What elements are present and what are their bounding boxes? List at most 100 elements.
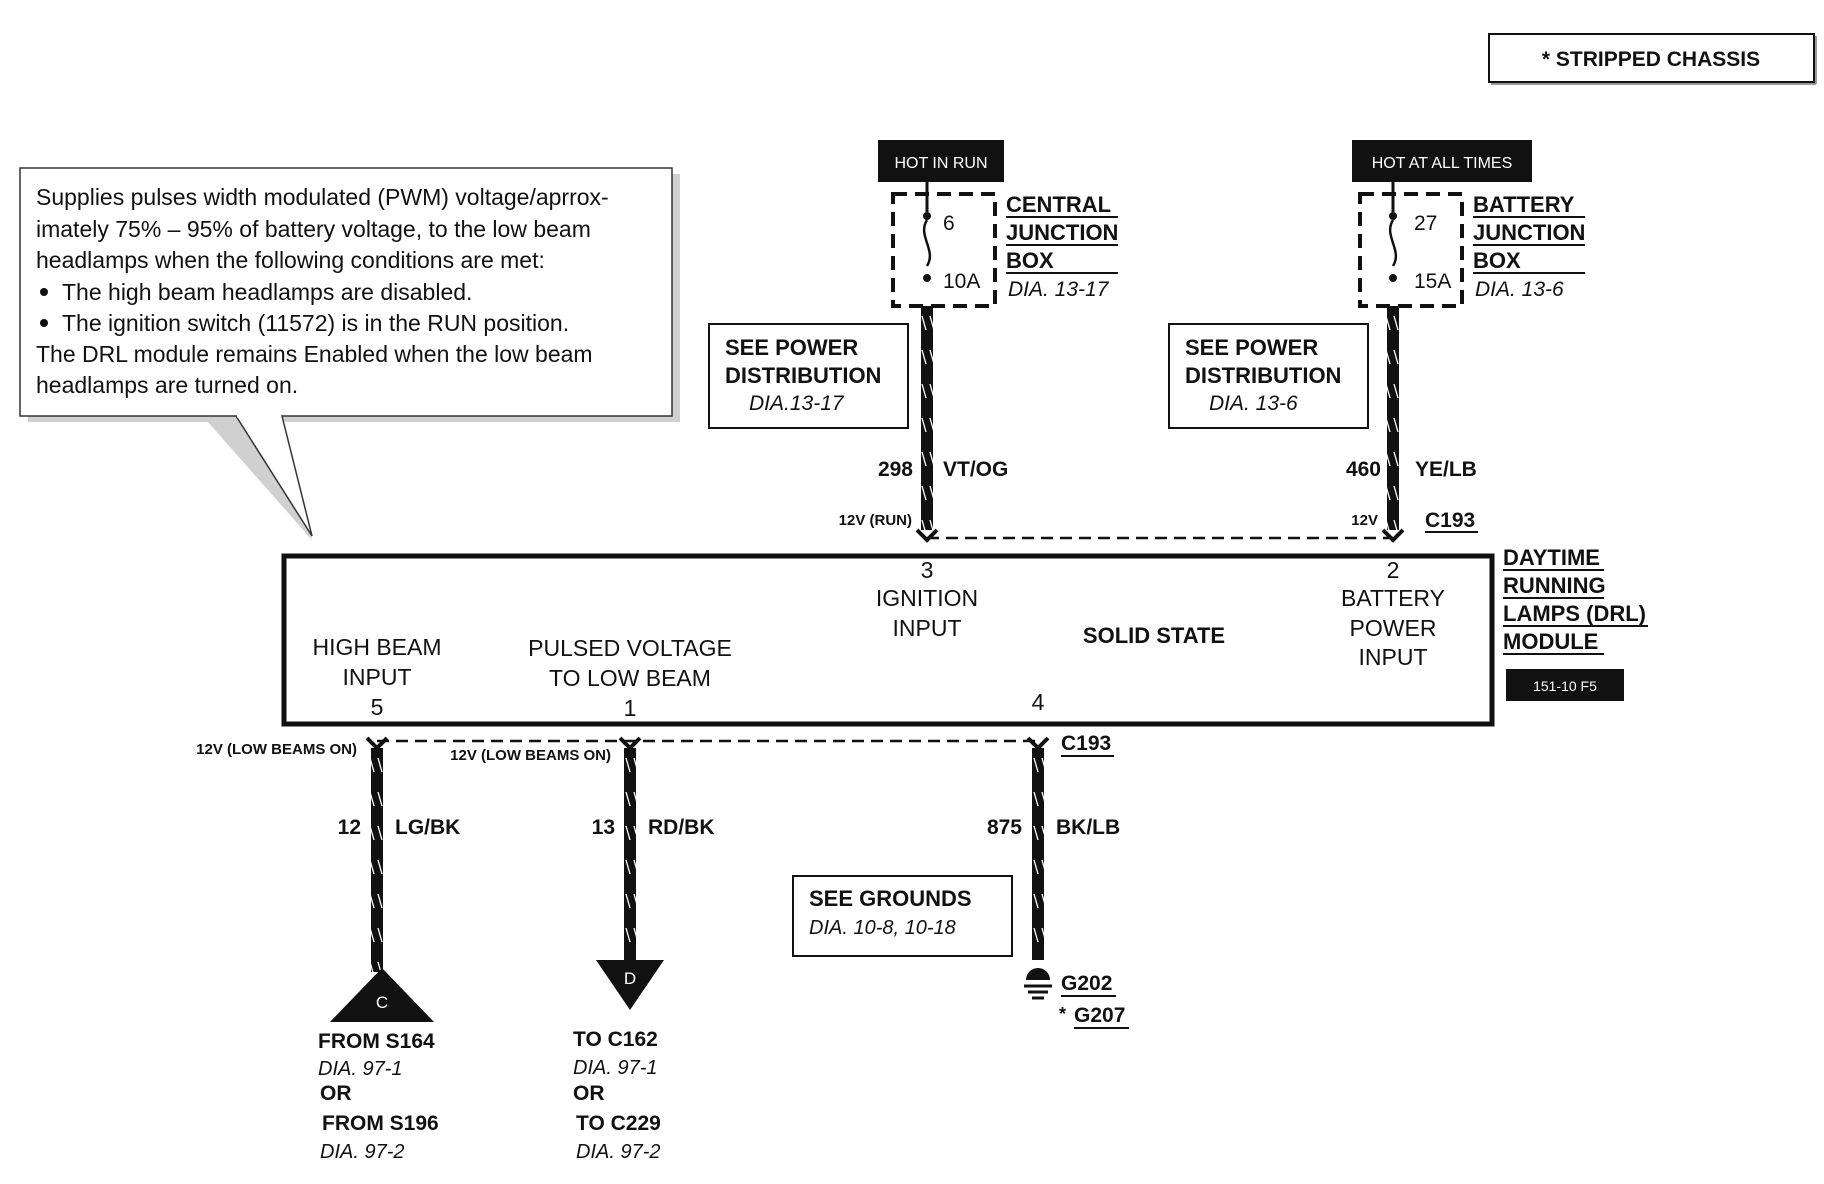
- wire-color: LG/BK: [395, 816, 460, 839]
- pin-3-label-1: IGNITION: [876, 585, 978, 611]
- see-ref: DIA. 13-6: [1209, 392, 1298, 415]
- fuse-icon: [1388, 219, 1398, 267]
- central-junction-box-outline: [891, 192, 997, 308]
- ground-g207-prefix: *: [1059, 1004, 1066, 1024]
- fuse-rating: 15A: [1414, 270, 1451, 293]
- dest-1: FROM S164: [318, 1030, 435, 1053]
- fuse-icon: [922, 219, 932, 267]
- power-feed-left: HOT IN RUN 6 10A CENTRAL JUNCTION BOX DI…: [708, 140, 1118, 543]
- circuit-number: 12: [338, 816, 361, 839]
- callout-line-7: headlamps are turned on.: [36, 372, 298, 398]
- connector-bottom-label: C193: [1061, 732, 1111, 755]
- pin-1-label-2: TO LOW BEAM: [549, 665, 711, 691]
- fuse-rating: 10A: [943, 270, 980, 293]
- connector-label: C193: [1425, 509, 1475, 532]
- arrow-letter: C: [376, 993, 388, 1012]
- stripped-chassis-note: * STRIPPED CHASSIS: [1488, 33, 1817, 85]
- drl-module: 3 IGNITION INPUT 2 BATTERY POWER INPUT S…: [281, 545, 1648, 727]
- box-name-3: BOX: [1006, 248, 1054, 273]
- see-line-2: DISTRIBUTION: [1185, 363, 1341, 388]
- dest-2: TO C229: [576, 1112, 661, 1135]
- connector-chevron-icon: [618, 736, 642, 751]
- dest-2-ref: DIA. 97-2: [320, 1141, 404, 1163]
- wire-color: VT/OG: [943, 458, 1008, 481]
- pin-2-label-1: BATTERY: [1341, 585, 1445, 611]
- bullet-icon: [40, 319, 48, 327]
- wire-298: [921, 306, 933, 530]
- dest-1-ref: DIA. 97-1: [318, 1058, 402, 1080]
- see-power-distribution-right: [1168, 323, 1369, 429]
- connector-chevron-icon: [1026, 736, 1050, 751]
- box-name-3: BOX: [1473, 248, 1521, 273]
- wire-12-group: 12V (LOW BEAMS ON) 12 LG/BK C FROM S164 …: [196, 736, 460, 1163]
- ground-icon: [1024, 968, 1052, 1000]
- voltage-label: 12V (RUN): [839, 512, 912, 529]
- callout-line-1: Supplies pulses width modulated (PWM) vo…: [36, 184, 609, 210]
- circuit-number: 298: [878, 458, 913, 481]
- see-grounds-label: SEE GROUNDS: [809, 886, 972, 911]
- pin-3-number: 3: [921, 557, 934, 583]
- circuit-number: 460: [1346, 458, 1381, 481]
- module-name-1: DAYTIME: [1503, 545, 1600, 570]
- callout-line-4: The high beam headlamps are disabled.: [62, 279, 472, 305]
- pin-1-number: 1: [624, 695, 637, 721]
- box-ref: DIA. 13-6: [1475, 278, 1564, 301]
- pin-5-number: 5: [371, 694, 384, 720]
- bullet-icon: [40, 288, 48, 296]
- module-badge: [1506, 669, 1624, 701]
- callout-line-2: imately 75% – 95% of battery voltage, to…: [36, 216, 591, 242]
- box-name-1: CENTRAL: [1006, 192, 1111, 217]
- dest-1-ref: DIA. 97-1: [573, 1057, 657, 1079]
- see-ref: DIA.13-17: [749, 392, 845, 415]
- dest-1: TO C162: [573, 1028, 658, 1051]
- box-name-1: BATTERY: [1473, 192, 1575, 217]
- pin-4-number: 4: [1032, 689, 1045, 715]
- module-box: [281, 553, 1495, 727]
- see-line-1: SEE POWER: [1185, 335, 1318, 360]
- voltage-label: 12V: [1351, 512, 1378, 529]
- power-feed-right: HOT AT ALL TIMES 27 15A BATTERY JUNCTION…: [1168, 140, 1585, 543]
- wire-460: [1387, 306, 1399, 530]
- wire-13: [624, 748, 636, 962]
- or-label: OR: [573, 1082, 605, 1105]
- wire-12: [371, 748, 383, 972]
- see-line-2: DISTRIBUTION: [725, 363, 881, 388]
- connector-chevron-icon: [915, 528, 939, 543]
- module-name-3: LAMPS (DRL): [1503, 601, 1646, 626]
- battery-junction-box-outline: [1358, 192, 1464, 308]
- pin-2-label-2: POWER: [1350, 615, 1437, 641]
- hot-at-all-times-label: HOT AT ALL TIMES: [1372, 155, 1513, 172]
- dest-2-ref: DIA. 97-2: [576, 1141, 660, 1163]
- arrow-to-d-icon: [596, 960, 664, 1010]
- pin-2-number: 2: [1387, 557, 1400, 583]
- wire-color: YE/LB: [1415, 458, 1477, 481]
- pin-1-label-1: PULSED VOLTAGE: [528, 635, 732, 661]
- voltage-label: 12V (LOW BEAMS ON): [196, 741, 357, 758]
- ground-g202: G202: [1061, 972, 1112, 995]
- module-name-4: MODULE: [1503, 629, 1598, 654]
- voltage-label: 12V (LOW BEAMS ON): [450, 747, 611, 764]
- callout-note: Supplies pulses width modulated (PWM) vo…: [19, 167, 680, 540]
- hot-in-run-label: HOT IN RUN: [894, 155, 987, 172]
- ground-g207: G207: [1074, 1004, 1125, 1027]
- see-grounds-ref: DIA. 10-8, 10-18: [809, 917, 956, 939]
- solid-state-label: SOLID STATE: [1083, 623, 1225, 648]
- see-power-distribution-left: [708, 323, 909, 429]
- module-name-2: RUNNING: [1503, 573, 1606, 598]
- box-ref: DIA. 13-17: [1008, 278, 1110, 301]
- pin-5-label-1: HIGH BEAM: [312, 634, 441, 660]
- fuse-number: 6: [943, 212, 955, 235]
- callout-line-3: headlamps when the following conditions …: [36, 247, 545, 273]
- stripped-chassis-label: * STRIPPED CHASSIS: [1542, 48, 1760, 71]
- module-badge-label: 151-10 F5: [1533, 678, 1597, 694]
- ground-wire-group: 875 BK/LB SEE GROUNDS DIA. 10-8, 10-18 G…: [792, 736, 1129, 1029]
- pin-5-label-2: INPUT: [343, 664, 412, 690]
- hot-in-run-badge: [878, 140, 1004, 182]
- callout-line-5: The ignition switch (11572) is in the RU…: [62, 310, 569, 336]
- circuit-number: 13: [592, 816, 615, 839]
- or-label: OR: [320, 1082, 352, 1105]
- box-name-2: JUNCTION: [1473, 220, 1585, 245]
- pin-3-label-2: INPUT: [893, 615, 962, 641]
- arrow-letter: D: [624, 969, 636, 988]
- dest-2: FROM S196: [322, 1112, 439, 1135]
